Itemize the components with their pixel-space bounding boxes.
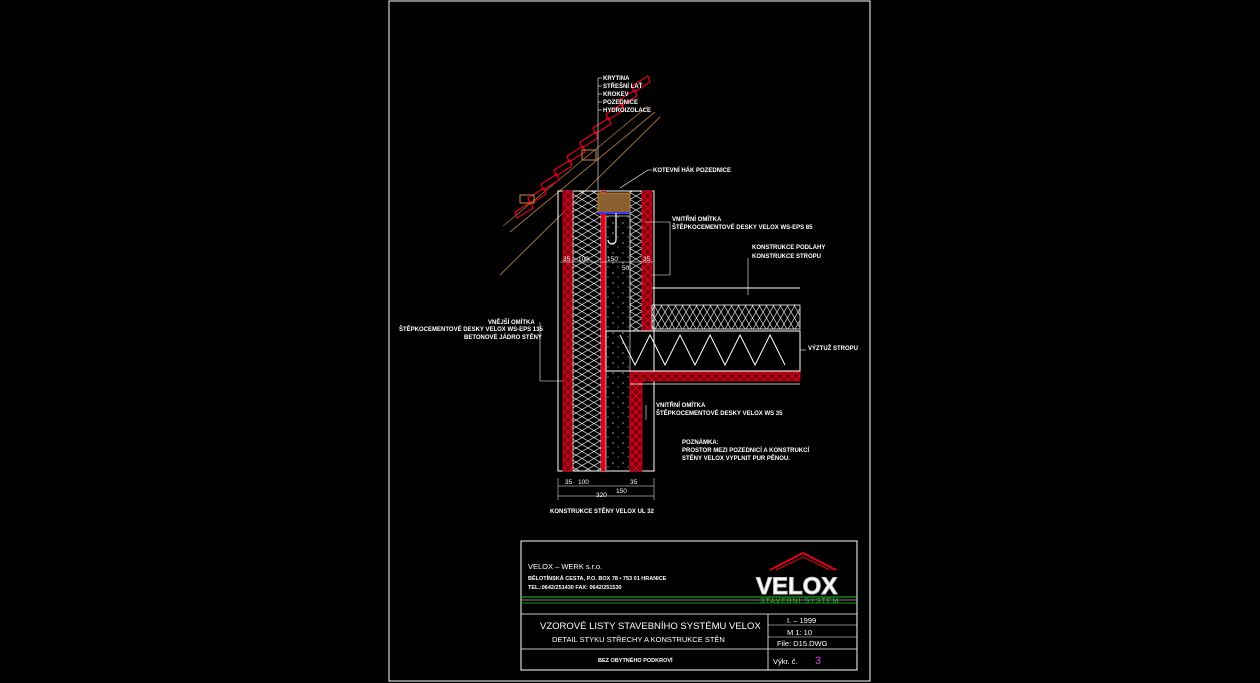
- label-pozednice: POZEDNICE: [603, 100, 638, 106]
- company-address: BĚLOTÍNSKÁ CESTA, P.O. BOX 78 • 753 01 H…: [528, 574, 667, 582]
- title-block: VELOX – WERK s.r.o. BĚLOTÍNSKÁ CESTA, P.…: [520, 540, 858, 671]
- label-krytina: KRYTINA: [603, 76, 630, 82]
- label-anchor-hook: KOTEVNÍ HÁK POZEDNICE: [653, 166, 731, 174]
- sheet-frame: [388, 0, 871, 682]
- wall-caption: KONSTRUKCE STĚNY VELOX UL 32: [550, 507, 654, 515]
- label-ceiling-construction: KONSTRUKCE STROPU: [752, 254, 821, 260]
- svg-text:50: 50: [622, 265, 630, 272]
- dimensions-top: 35 100 150 35 50: [563, 256, 651, 272]
- label-concrete-core: BETONOVÉ JÁDRO STĚNY: [464, 333, 542, 341]
- roof-tiles: [514, 75, 651, 219]
- roof-section: [499, 75, 661, 276]
- drawing-scale: M 1: 10: [787, 628, 812, 637]
- roof-labels: KRYTINA STŘEŠNÍ LAŤ KROKEV POZEDNICE HYD…: [603, 76, 651, 114]
- logo-subtitle: STAVEBNÍ SYSTÉM: [760, 596, 839, 605]
- velox-logo: VELOX STAVEBNÍ SYSTÉM: [756, 551, 839, 605]
- label-hydroizolace: HYDROIZOLACE: [603, 108, 651, 114]
- svg-text:150: 150: [607, 256, 618, 263]
- label-inner-plaster-lower: VNITŘNÍ OMÍTKA: [656, 401, 706, 409]
- svg-text:35: 35: [630, 479, 638, 486]
- note-line-1: PROSTOR MEZI POZEDNICÍ A KONSTRUKCÍ: [682, 446, 809, 454]
- svg-text:150: 150: [616, 488, 627, 495]
- wall-plate: [597, 192, 631, 214]
- drawing-date: I. – 1999: [787, 616, 816, 625]
- drawing-file: File: D15.DWG: [777, 639, 828, 648]
- label-outer-board: ŠTĚPKOCEMENTOVÉ DESKY VELOX WS-EPS 135: [399, 325, 543, 333]
- label-inner-board-upper: ŠTĚPKOCEMENTOVÉ DESKY VELOX WS-EPS 85: [672, 223, 813, 231]
- svg-text:35: 35: [563, 256, 571, 263]
- svg-text:35: 35: [565, 479, 573, 486]
- series-title: VZOROVÉ LISTY STAVEBNÍHO SYSTÉMU VELOX: [540, 621, 761, 632]
- label-stresni-lat: STŘEŠNÍ LAŤ: [603, 82, 643, 90]
- anchor-hook: [607, 213, 617, 245]
- company-name: VELOX – WERK s.r.o.: [528, 562, 602, 571]
- svg-text:100: 100: [578, 479, 589, 486]
- detail-title: DETAIL STYKU STŘECHY A KONSTRUKCE STĚN: [552, 635, 725, 644]
- note-line-2: STĚNY VELOX VYPLNIT PUR PĚNOU.: [682, 454, 790, 462]
- variant-title: BEZ OBYTNÉHO PODKROVÍ: [598, 656, 673, 664]
- label-krokev: KROKEV: [603, 92, 629, 98]
- svg-text:320: 320: [596, 492, 607, 499]
- wall-section: [557, 190, 655, 472]
- label-outer-plaster: VNĚJŠÍ OMÍTKA: [488, 318, 535, 326]
- note-title: POZNÁMKA:: [682, 439, 719, 446]
- label-inner-plaster-upper: VNITŘNÍ OMÍTKA: [672, 215, 722, 223]
- leader-lines: [539, 77, 806, 420]
- label-inner-board-lower: ŠTĚPKOCEMENTOVÉ DESKY VELOX WS 35: [656, 409, 783, 417]
- floor-section: [605, 287, 801, 385]
- label-ceiling-rebar: VÝZTUŽ STROPU: [808, 344, 858, 352]
- company-phone: TEL.:0642/251430 FAX: 0642/251530: [528, 585, 622, 591]
- label-floor-construction: KONSTRUKCE PODLAHY: [752, 245, 825, 251]
- svg-text:100: 100: [578, 256, 589, 263]
- dimensions-bottom: 35 100 150 35 320: [557, 478, 655, 500]
- logo-text: VELOX: [756, 573, 837, 600]
- svg-text:35: 35: [643, 256, 651, 263]
- sheet-label: Výkr. č.: [773, 657, 798, 666]
- sheet-number: 3: [815, 655, 821, 667]
